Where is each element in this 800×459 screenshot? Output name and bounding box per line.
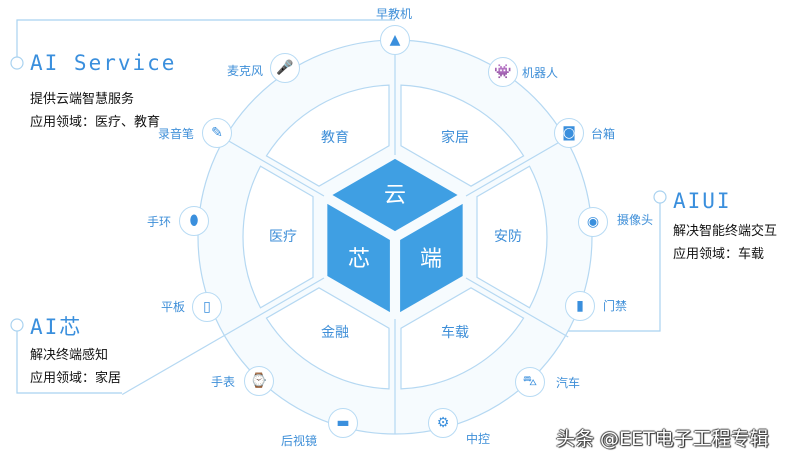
microphone-icon: 🎤: [270, 53, 300, 83]
band-icon: ⬮: [179, 206, 209, 236]
divider-line: [465, 277, 569, 338]
panel-finance: [265, 287, 390, 390]
divider-line: [465, 137, 566, 197]
service-fields: 应用领域：医疗、教育: [30, 115, 161, 130]
device-label: 摄像头: [617, 213, 654, 227]
camera-icon: ◉: [578, 207, 608, 237]
segment-home: 家居: [441, 130, 469, 146]
cube-face-device: 端: [419, 247, 443, 272]
device-label: 后视镜: [281, 434, 318, 448]
panel-medical: [242, 165, 314, 309]
car-icon: ⛍: [515, 367, 545, 397]
aiui-desc: 解决智能终端交互: [673, 224, 778, 239]
aiui-node: [653, 190, 667, 204]
chip-fields: 应用领域：家居: [30, 371, 122, 386]
device-label: 手表: [211, 375, 236, 389]
service-title: AI Service: [30, 51, 177, 75]
cube-face-cloud: 云: [383, 183, 407, 208]
service-connector: [16, 19, 395, 57]
chip-connector: [16, 331, 122, 394]
device-label: 门禁: [603, 299, 628, 313]
panel-home: [400, 84, 525, 187]
speaker-icon: ◙: [554, 118, 584, 148]
device-label: 平板: [161, 300, 186, 314]
watch-icon: ⌚: [244, 366, 274, 396]
chip-desc: 解决终端感知: [30, 348, 109, 363]
device-label: 机器人: [522, 66, 559, 80]
gear-icon: ⚙: [428, 408, 458, 438]
chip-node: [10, 318, 24, 332]
cube-face-chip: 芯: [347, 247, 371, 272]
cube-left: [327, 203, 390, 313]
segment-security: 安防: [494, 229, 522, 245]
device-label: 录音笔: [158, 127, 195, 141]
rocket-icon: ▲: [380, 25, 410, 55]
panel-education: [265, 84, 390, 187]
divider-line: [121, 277, 325, 396]
cube-right: [400, 203, 463, 313]
tablet-icon: ▯: [192, 292, 222, 322]
device-label: 手环: [147, 215, 172, 229]
chip-title: AI芯: [30, 315, 83, 339]
mirror-icon: ▬: [328, 408, 358, 438]
panel-security: [476, 165, 548, 309]
device-label: 台箱: [591, 127, 616, 141]
segment-education: 教育: [321, 130, 349, 146]
panel-vehicle: [400, 287, 525, 390]
service-desc: 提供云端智慧服务: [30, 92, 135, 107]
device-label: 早教机: [376, 7, 413, 21]
watermark: 头条 @EET电子工程专辑: [556, 428, 769, 450]
device-label: 中控: [466, 432, 491, 446]
segment-medical: 医疗: [269, 229, 297, 245]
device-label: 汽车: [556, 376, 581, 390]
segment-finance: 金融: [321, 325, 349, 341]
divider-line: [224, 137, 325, 197]
door-icon: ▮: [565, 291, 595, 321]
robot-icon: 👾: [488, 57, 518, 87]
aiui-title: AIUI: [673, 189, 732, 213]
segment-vehicle: 车载: [441, 325, 469, 341]
aiui-fields: 应用领域：车载: [673, 247, 765, 262]
service-node: [10, 56, 24, 70]
cube-top: [332, 158, 458, 232]
device-label: 麦克风: [227, 64, 264, 78]
aiui-connector: [562, 203, 661, 332]
pen-icon: ✎: [202, 118, 232, 148]
